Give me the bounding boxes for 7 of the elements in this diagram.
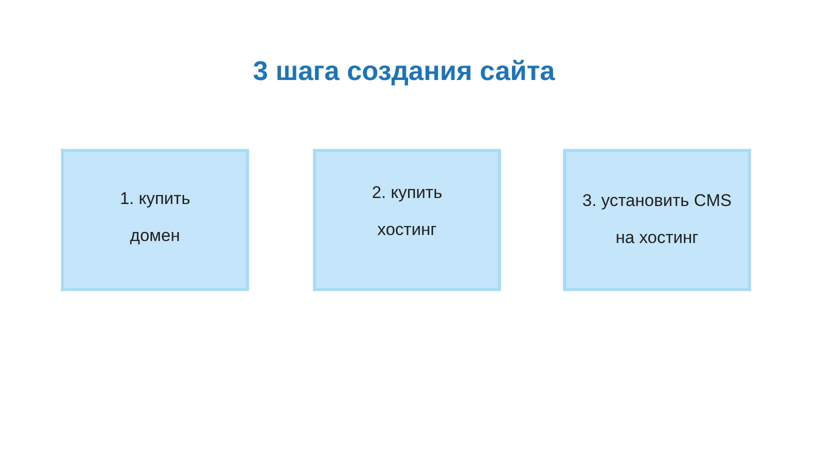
step-text: 2. купить хостинг — [370, 182, 444, 241]
step-box — [61, 149, 249, 291]
step-box — [563, 149, 751, 291]
step-text: 1. купить домен — [118, 188, 192, 247]
title: 3 шага создания сайта — [253, 56, 555, 87]
step-box — [313, 149, 501, 291]
step-text: 3. установить CMS на хостинг — [581, 190, 733, 249]
